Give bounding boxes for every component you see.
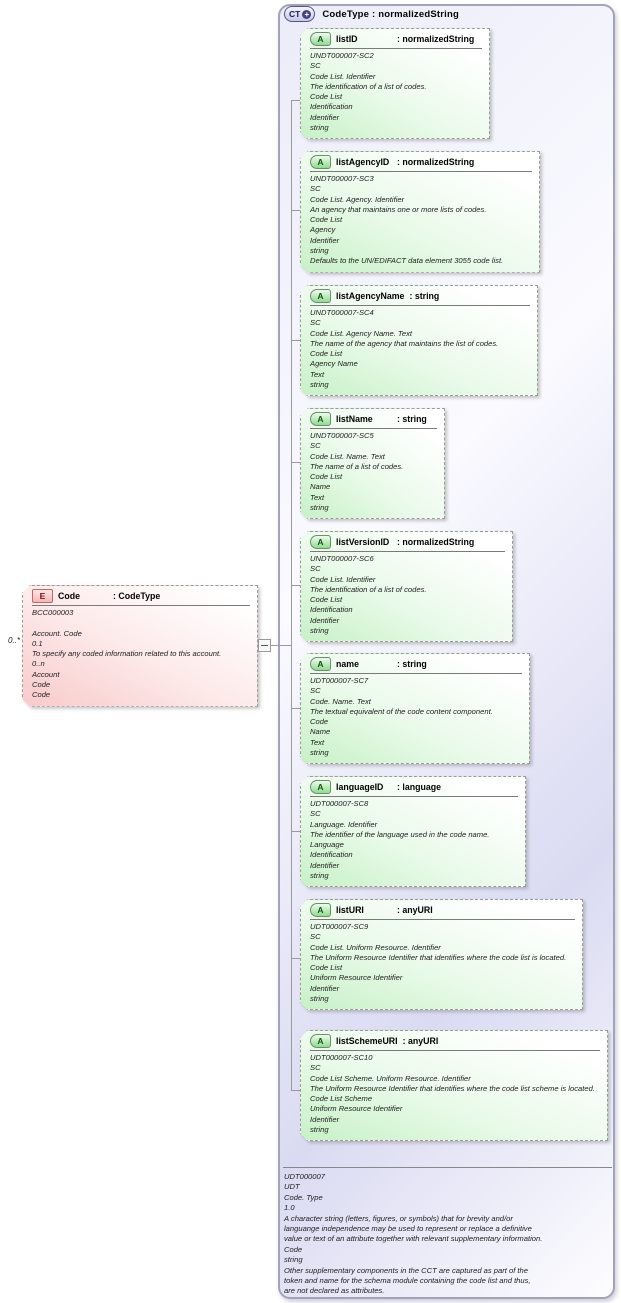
attribute-icon: A — [310, 412, 331, 426]
attribute-name: languageID — [336, 782, 384, 792]
expand-plus-icon: + — [302, 9, 312, 19]
complextype-title: CodeType : normalizedString — [322, 8, 459, 20]
divider — [310, 796, 518, 797]
divider — [310, 305, 530, 306]
connector-stub-languageid — [291, 831, 300, 832]
attribute-icon: A — [310, 903, 331, 917]
connector-stub-listversionid — [291, 585, 300, 586]
attribute-box-listid[interactable]: A listID : normalizedString UNDT000007-S… — [300, 28, 490, 139]
connector-stub-name — [291, 708, 300, 709]
attribute-icon: A — [310, 155, 331, 169]
attribute-box-listagencyid[interactable]: A listAgencyID : normalizedString UNDT00… — [300, 151, 540, 273]
divider — [310, 48, 482, 49]
connector-trunk-line — [291, 100, 292, 1090]
divider — [310, 428, 437, 429]
divider — [310, 551, 505, 552]
attribute-icon: A — [310, 1034, 331, 1048]
collapse-toggle[interactable] — [258, 639, 271, 652]
complextype-icon[interactable]: CT+ — [284, 6, 316, 22]
divider — [310, 919, 575, 920]
attribute-type: : normalizedString — [397, 157, 475, 167]
connector-element-line — [271, 645, 292, 646]
divider — [310, 673, 522, 674]
attribute-name: listSchemeURI — [336, 1036, 398, 1046]
attribute-type: : string — [397, 414, 427, 424]
attribute-type: : string — [409, 291, 440, 301]
attribute-icon: A — [310, 657, 331, 671]
multiplicity-label: 0..* — [8, 636, 21, 645]
attribute-type: : string — [397, 659, 427, 669]
attribute-name: listID — [336, 34, 358, 44]
attribute-icon: A — [310, 32, 331, 46]
attribute-type: : language — [397, 782, 441, 792]
attribute-box-listagencyname[interactable]: A listAgencyName : string UNDT000007-SC4… — [300, 285, 538, 396]
attribute-name: name — [336, 659, 359, 669]
attribute-icon: A — [310, 535, 331, 549]
attribute-type: : anyURI — [402, 1036, 439, 1046]
connector-stub-listid — [291, 100, 300, 101]
attribute-name: listName — [336, 414, 373, 424]
attribute-name: listVersionID — [336, 537, 390, 547]
attribute-type: : normalizedString — [397, 537, 475, 547]
connector-stub-listname — [291, 462, 300, 463]
element-name: Code — [58, 591, 80, 601]
connector-stub-listuri — [291, 958, 300, 959]
divider — [310, 1050, 600, 1051]
connector-stub-listagencyname — [291, 340, 300, 341]
footer-divider — [283, 1167, 612, 1168]
attribute-type: : normalizedString — [397, 34, 475, 44]
attribute-box-listversionid[interactable]: A listVersionID : normalizedString UNDT0… — [300, 531, 513, 642]
attribute-name: listAgencyName — [336, 291, 405, 301]
attribute-type: : anyURI — [397, 905, 433, 915]
attribute-name: listAgencyID — [336, 157, 390, 167]
connector-stub-listschemeuri — [291, 1090, 300, 1091]
attribute-name: listURI — [336, 905, 364, 915]
connector-stub-listagencyid — [291, 210, 300, 211]
divider — [32, 605, 250, 606]
complextype-header: CT+ CodeType : normalizedString — [284, 6, 459, 22]
divider — [310, 171, 532, 172]
attribute-icon: A — [310, 780, 331, 794]
minus-icon — [261, 645, 268, 646]
element-type: : CodeType — [113, 591, 161, 601]
element-icon: E — [32, 589, 53, 603]
attribute-icon: A — [310, 289, 331, 303]
element-box-code[interactable]: E Code : CodeType BCC000003 Account. Cod… — [22, 585, 258, 707]
